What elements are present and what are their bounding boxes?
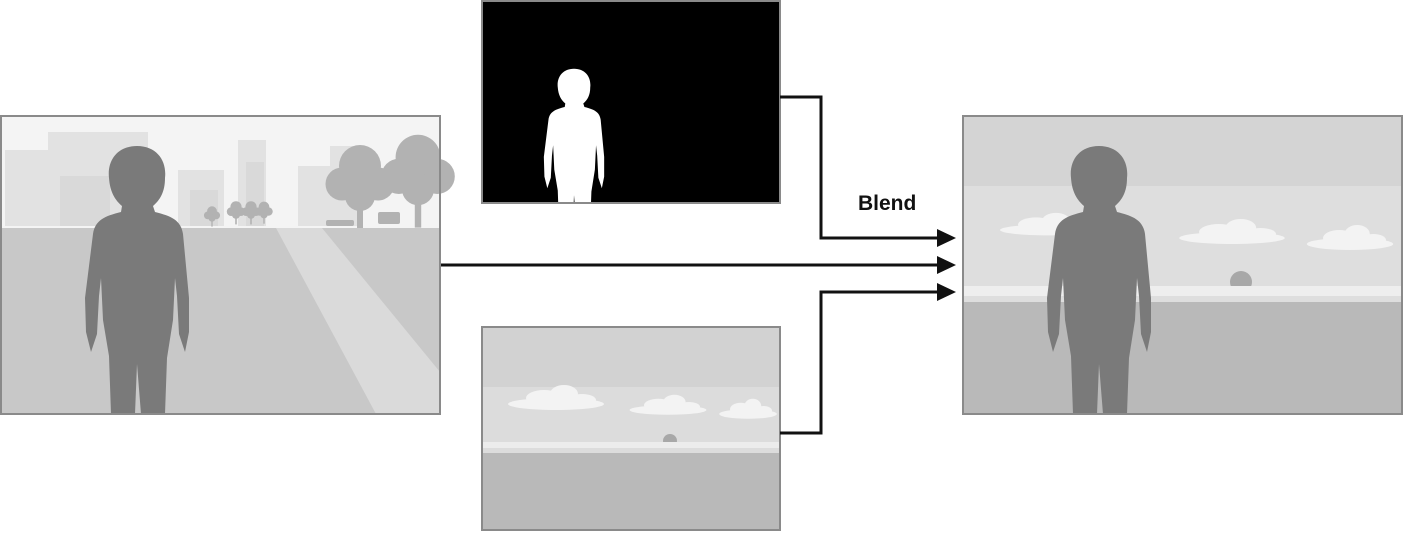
arrowheads (937, 229, 956, 301)
mask-connector (780, 95, 940, 240)
background-connector (780, 290, 940, 435)
new-background-panel (481, 326, 781, 531)
arrowhead-top (937, 229, 956, 247)
source-photo-panel (0, 115, 455, 415)
arrowhead-middle (937, 256, 956, 274)
composite-result-panel (962, 115, 1403, 415)
person-mask-panel (481, 0, 781, 225)
street-trees (203, 134, 455, 232)
blend-label: Blend (858, 192, 917, 215)
connectors (441, 95, 940, 435)
arrowhead-bottom (937, 283, 956, 301)
